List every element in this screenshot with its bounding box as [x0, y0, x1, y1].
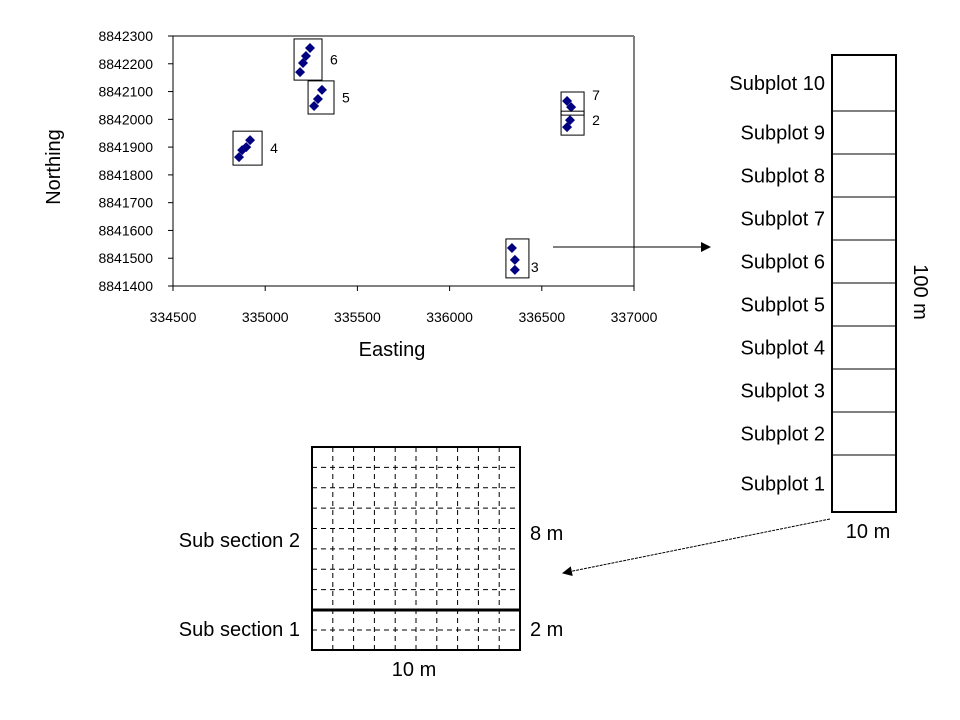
cluster-plot-6: 6 [293, 38, 338, 81]
data-point [241, 142, 252, 153]
grid-dashed-lines [312, 447, 520, 650]
data-point [566, 102, 577, 113]
grid-width-label: 10 m [392, 659, 436, 681]
y-tick-label: 8841400 [98, 278, 153, 294]
y-tick-label: 8842200 [98, 56, 153, 72]
y-tick-label: 8842300 [98, 28, 153, 44]
plot-clusters: 6 5 4 7 2 3 [232, 38, 600, 279]
cluster-plot-3: 3 [505, 238, 539, 279]
x-tick-label: 335500 [334, 309, 381, 325]
subplot-label: Subplot 5 [740, 295, 825, 317]
cluster-box [307, 80, 335, 115]
y-tick-label: 8841600 [98, 222, 153, 238]
subplot-width-label: 10 m [846, 521, 890, 543]
data-point [509, 254, 520, 265]
y-axis-ticks: 8841400 8841500 8841600 8841700 8841800 88419… [98, 28, 173, 294]
x-tick-label: 335000 [242, 309, 289, 325]
cluster-box [560, 91, 585, 116]
data-point [506, 242, 517, 253]
cluster-box [293, 38, 323, 81]
subplot-label: Subplot 1 [740, 474, 825, 496]
cluster-plot-7: 7 [560, 87, 600, 116]
y-axis-title: Northing [43, 129, 65, 205]
cluster-box [232, 130, 263, 166]
grid-frame [311, 446, 521, 651]
data-point [245, 135, 256, 146]
y-tick-label: 8842000 [98, 111, 153, 127]
cluster-label: 2 [592, 112, 600, 128]
y-tick-label: 8841700 [98, 195, 153, 211]
data-point [316, 84, 327, 95]
data-point [295, 67, 306, 78]
cluster-label: 4 [270, 140, 278, 156]
subplot-label: Subplot 10 [729, 73, 825, 95]
subplot-label: Subplot 8 [740, 166, 825, 188]
subplot-length-label: 100 m [909, 264, 931, 320]
sub-section-1-label: Sub section 1 [179, 619, 300, 641]
subplot-label: Subplot 6 [740, 252, 825, 274]
subplot-label: Subplot 7 [740, 209, 825, 231]
subplot-label: Subplot 4 [740, 338, 825, 360]
cluster-label: 5 [342, 89, 350, 105]
data-point [562, 96, 573, 106]
subplot-label: Subplot 2 [740, 424, 825, 446]
sub-section-1-size: 2 m [530, 619, 563, 641]
data-point [300, 51, 311, 61]
subplot-label: Subplot 3 [740, 381, 825, 403]
x-axis-title: Easting [359, 339, 426, 361]
data-point [565, 115, 576, 126]
cluster-label: 6 [330, 52, 338, 68]
cluster-box [560, 110, 585, 136]
cluster-label: 3 [531, 259, 539, 275]
subsection-grid: Sub section 2 Sub section 1 8 m 2 m 10 m [179, 446, 563, 681]
y-tick-label: 8841500 [98, 250, 153, 266]
x-tick-label: 337000 [611, 309, 658, 325]
cluster-plot-4: 4 [232, 130, 278, 166]
data-point [309, 101, 320, 111]
x-tick-label: 334500 [150, 309, 197, 325]
y-tick-label: 8842100 [98, 84, 153, 100]
location-scatter-chart: 8841400 8841500 8841600 8841700 8841800 88419… [43, 28, 658, 361]
x-tick-label: 336500 [518, 309, 565, 325]
cluster-plot-2: 2 [560, 110, 600, 136]
sub-section-2-label: Sub section 2 [179, 530, 300, 552]
arrow-subplot-to-grid [562, 518, 831, 577]
cluster-label: 7 [592, 87, 600, 103]
data-point [305, 42, 316, 53]
cluster-plot-5: 5 [307, 80, 350, 115]
data-point [509, 264, 520, 275]
subplot-label: Subplot 9 [740, 123, 825, 145]
y-tick-label: 8841800 [98, 167, 153, 183]
data-point [234, 152, 245, 163]
y-tick-label: 8841900 [98, 139, 153, 155]
plot-area [173, 36, 634, 286]
x-axis-ticks: 334500 335000 335500 336000 336500 337000 [150, 286, 658, 325]
data-point [312, 94, 323, 105]
cluster-box [505, 238, 530, 279]
x-tick-label: 336000 [426, 309, 473, 325]
sub-section-2-size: 8 m [530, 523, 563, 545]
subplot-column: Subplot 10 Subplot 9 Subplot 8 Subplot 7 Sub… [729, 54, 931, 543]
